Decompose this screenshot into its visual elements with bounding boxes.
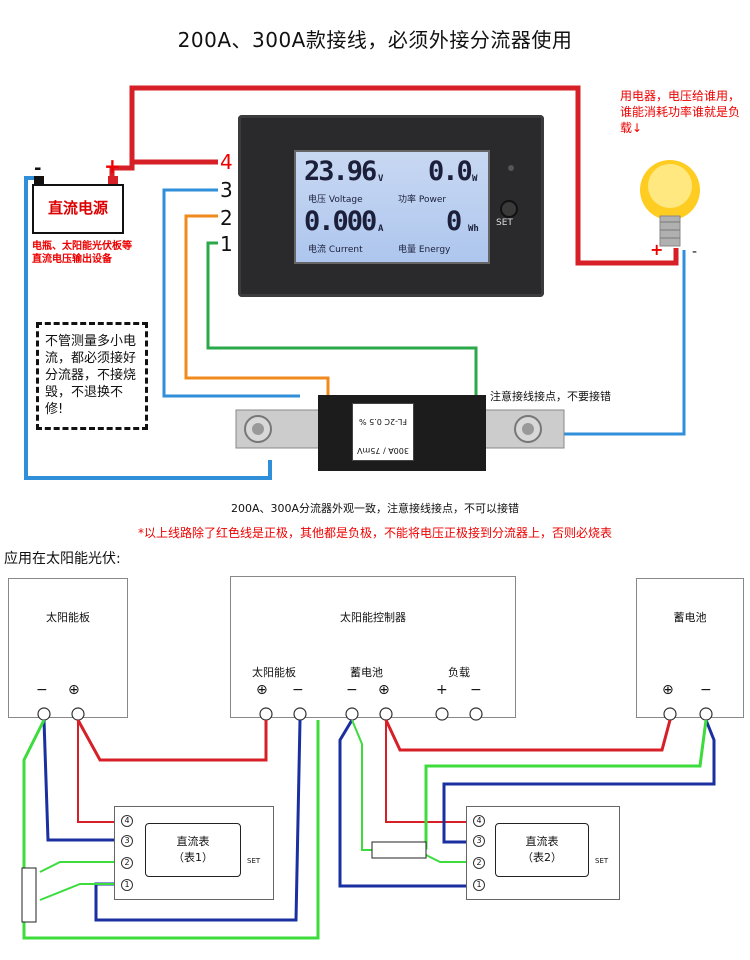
meter2-pin4: 4 <box>473 815 485 827</box>
ctrl-battery-label: 蓄电池 <box>350 666 383 679</box>
battery-plus-sign: + <box>104 154 121 178</box>
lamp-minus: - <box>692 244 698 260</box>
load-note: 用电器，电压给谁用，谁能消耗功率谁就是负载↓ <box>620 89 741 135</box>
meter2-pin1: 1 <box>473 879 485 891</box>
ctrl-battery-minus: − <box>346 682 358 698</box>
ctrl-load-label: 负载 <box>448 666 470 679</box>
battery-label: 直流电源 <box>47 199 108 217</box>
meter2-set: SET <box>595 857 609 865</box>
shunt-right-bolt <box>483 409 565 449</box>
current-value: 0.000 <box>304 206 377 237</box>
meter1-pin3: 3 <box>121 835 133 847</box>
shunt-rating: 300A / 75mV <box>357 446 409 455</box>
red-wire <box>109 85 679 266</box>
shunt1-icon <box>21 867 37 923</box>
voltage-value: 23.96 <box>304 156 377 187</box>
page-title: 200A、300A款接线，必须外接分流器使用 <box>177 28 573 52</box>
energy-unit: Wh <box>468 224 479 234</box>
power-value: 0.0 <box>428 156 473 187</box>
controller-title: 太阳能控制器 <box>340 611 406 624</box>
meter1-set: SET <box>247 857 261 865</box>
blue-wire-pin3 <box>162 188 300 398</box>
meter1-pin2: 2 <box>121 857 133 869</box>
pin-2: 2 <box>220 206 233 230</box>
battery-minus-sign: - <box>34 158 42 179</box>
energy-label: 电量 Energy <box>398 245 451 255</box>
meter2: 直流表 （表2） SET 4 3 2 1 <box>466 806 620 900</box>
ctrl-load-plus: + <box>436 682 448 698</box>
panel-minus: − <box>36 682 48 698</box>
meter2-pin2: 2 <box>473 857 485 869</box>
battery-box: 直流电源 <box>32 184 124 234</box>
panel-plus: ⊕ <box>68 682 80 698</box>
storage-minus: − <box>700 682 712 698</box>
ctrl-load-minus: − <box>470 682 482 698</box>
meter1-display: 直流表 （表1） <box>145 823 241 877</box>
pin-1: 1 <box>220 232 233 256</box>
orange-wire-pin2 <box>184 214 330 396</box>
power-label: 功率 Power <box>398 195 447 205</box>
lcd-display: 23.96 V 0.0 W 电压 Voltage 功率 Power 0.000 … <box>294 150 490 264</box>
energy-value: 0 <box>446 206 462 237</box>
shunt-note: 注意接线接点，不要接错 <box>490 390 611 403</box>
pin-4: 4 <box>220 150 233 174</box>
storage-battery-title: 蓄电池 <box>673 611 707 624</box>
ctrl-panel-label: 太阳能板 <box>252 666 296 679</box>
ctrl-panel-plus: ⊕ <box>256 682 268 698</box>
storage-plus: ⊕ <box>662 682 674 698</box>
meter1-subtitle: （表1） <box>173 851 213 864</box>
blue-wire-meter1-pin3 <box>42 719 122 842</box>
shunt-caption: 200A、300A分流器外观一致，注意接线接点，不可以接错 <box>230 502 520 515</box>
lamp-icon <box>640 160 700 247</box>
meter1-pin1: 1 <box>121 879 133 891</box>
meter1-title: 直流表 <box>176 835 210 848</box>
green-wire-meter1-pin1-link <box>39 883 122 901</box>
shunt-model: FL-2C 0.5 % <box>359 417 407 426</box>
lamp-plus: + <box>650 240 664 259</box>
indicator-led <box>508 165 514 171</box>
blue-wire-lamp <box>560 250 686 436</box>
current-unit: A <box>378 224 384 234</box>
solar-panel-title: 太阳能板 <box>46 611 90 624</box>
power-unit: W <box>472 174 478 184</box>
warning-box: 不管测量多小电流，都必须接好分流器，不接烧毁，不退换不修! <box>36 322 148 430</box>
red-wire-battery <box>384 719 672 752</box>
solar-panel-box: 太阳能板 <box>8 578 128 718</box>
meter1-pin4: 4 <box>121 815 133 827</box>
blue-wire-battery <box>24 176 272 480</box>
storage-battery-box: 蓄电池 <box>636 578 744 718</box>
meter2-display: 直流表 （表2） <box>495 823 589 877</box>
shunt-label: 300A / 75mV FL-2C 0.5 % <box>352 403 414 461</box>
battery-positive-terminal <box>108 176 118 185</box>
red-wire-meter2-pin4 <box>385 720 474 823</box>
current-label: 电流 Current <box>308 245 363 255</box>
ctrl-battery-plus: ⊕ <box>378 682 390 698</box>
meter1: 直流表 （表1） SET 4 3 2 1 <box>114 806 274 900</box>
set-button[interactable] <box>500 200 518 218</box>
voltage-label: 电压 Voltage <box>308 195 363 205</box>
battery-negative-terminal <box>34 176 44 185</box>
pin-3: 3 <box>220 178 233 202</box>
solar-section-title: 应用在太阳能光伏: <box>4 551 121 567</box>
meter2-subtitle: （表2） <box>522 851 562 864</box>
voltage-unit: V <box>378 174 384 184</box>
shunt2-icon <box>371 841 427 859</box>
warning-caption: *以上线路除了红色线是正极，其他都是负极，不能将电压正极接到分流器上，否则必烧表 <box>137 526 612 540</box>
set-label: SET <box>496 218 513 228</box>
controller-box: 太阳能控制器 <box>230 576 516 718</box>
shunt-left-bolt <box>235 409 321 449</box>
green-wire-ctrl-battery <box>351 719 376 851</box>
green-wire-pin1 <box>206 241 478 396</box>
battery-description: 电瓶、太阳能光伏板等直流电压输出设备 <box>32 241 132 265</box>
meter2-title: 直流表 <box>525 835 559 848</box>
ctrl-panel-minus: − <box>292 682 304 698</box>
blue-wire-ctrl-battery <box>338 719 474 888</box>
meter2-pin3: 3 <box>473 835 485 847</box>
green-wire-meter1-pin2 <box>39 861 122 873</box>
red-wire-panel <box>76 719 268 762</box>
